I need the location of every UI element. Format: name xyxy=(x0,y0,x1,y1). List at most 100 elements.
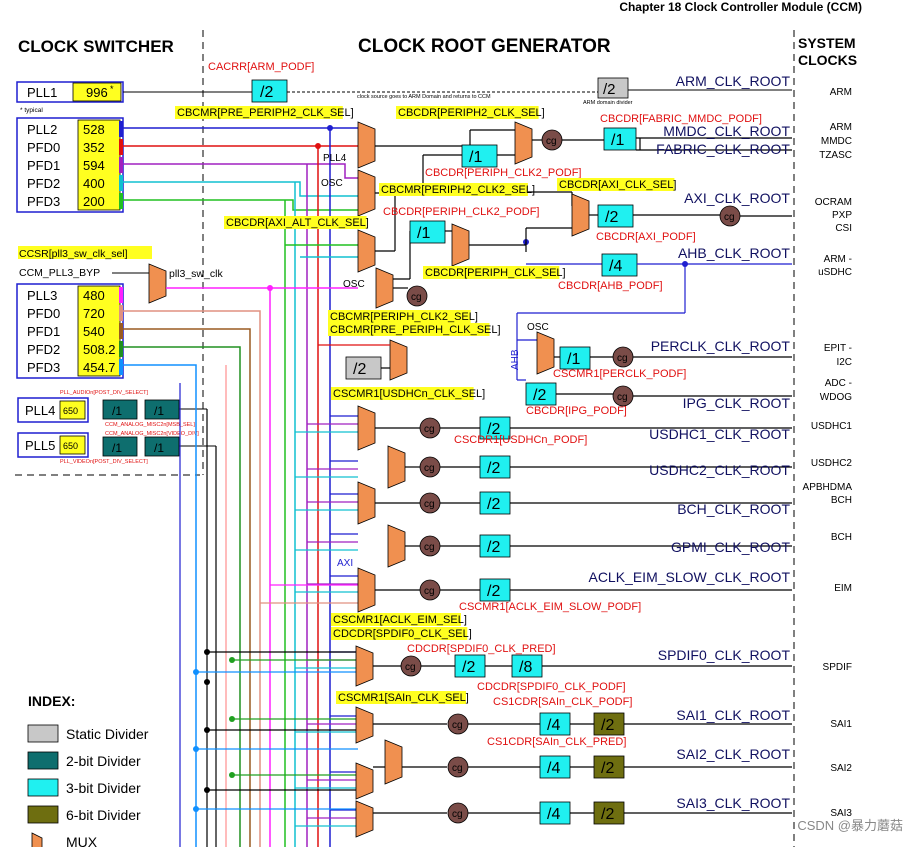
register-label-bg xyxy=(331,613,461,626)
lower-mux xyxy=(357,567,376,613)
clock-gate-label: cg xyxy=(724,212,735,223)
clock-gate-label: cg xyxy=(424,542,435,553)
register-label-bg xyxy=(557,178,675,191)
spdif-podf-divider-text: /8 xyxy=(519,659,532,676)
system-clock-destination: PXP xyxy=(832,210,852,221)
clock-gate-label: cg xyxy=(452,809,463,820)
pll-output-freq: 720 xyxy=(83,306,105,321)
root-clock-name: SAI3_CLK_ROOT xyxy=(676,795,790,811)
lower-divider-text: /2 xyxy=(487,421,500,438)
pll-output-freq: 508.2 xyxy=(83,342,116,357)
system-clock-destination: EIM xyxy=(834,583,852,594)
sai-mux xyxy=(355,762,374,800)
pll4-name: PLL4 xyxy=(25,403,55,418)
pll-output-freq: 528 xyxy=(83,122,105,137)
clock-wire xyxy=(123,163,358,179)
clock-wire xyxy=(123,181,358,197)
periph2-clk2-podf-divider xyxy=(461,144,498,168)
register-label: CBCDR[PERIPH_CLK_SEL] xyxy=(425,267,566,279)
register-label-bg xyxy=(331,387,474,400)
pll-output-color-bar xyxy=(119,157,123,173)
system-clock-destination: SAI2 xyxy=(830,763,852,774)
register-label: CDCDR[SPDIF0_CLK_PODF] xyxy=(477,681,626,693)
axi-alt-mux xyxy=(357,229,376,273)
pll4-bot-label: CCM_ANALOG_MISC2n[MSB_SEL] xyxy=(105,422,195,428)
root-clock-name: USDHC2_CLK_ROOT xyxy=(649,462,790,478)
axi-label: AXI xyxy=(337,558,353,569)
junction-dot xyxy=(327,125,333,131)
register-label-bg xyxy=(379,183,528,196)
system-clock-destination: OCRAM xyxy=(815,197,852,208)
pll-output-freq: 540 xyxy=(83,324,105,339)
pll4-freq: 650 xyxy=(63,406,78,416)
sai2-mux xyxy=(384,739,403,785)
pll1-block: PLL1 996 * * typical xyxy=(16,81,124,114)
system-clock-destination: WDOG xyxy=(820,392,852,403)
register-label: CSCMR1[SAIn_CLK_SEL] xyxy=(338,692,469,704)
lower-divider-text: /2 xyxy=(487,539,500,556)
periph2-clk2-podf-divider-text: /1 xyxy=(469,149,482,166)
clock-wire xyxy=(123,364,197,847)
pll-output-color-bar xyxy=(119,121,123,137)
register-label-bg xyxy=(328,323,490,336)
clock-gate-icon xyxy=(406,285,428,307)
clock-gate-label: cg xyxy=(617,353,628,364)
pll1-name: PLL1 xyxy=(27,85,57,100)
system-clock-destination: MMDC xyxy=(821,136,852,147)
system-clock-destination: APBHDMA xyxy=(803,482,853,493)
root-clock-name: USDHC1_CLK_ROOT xyxy=(649,426,790,442)
clock-root-generator-heading: CLOCK ROOT GENERATOR xyxy=(358,36,611,57)
pll-output-name: PLL3 xyxy=(27,288,57,303)
pll-output-name: PLL2 xyxy=(27,122,57,137)
index-label: MUX xyxy=(66,834,98,847)
pll-output-name: PFD1 xyxy=(27,158,60,173)
fabric-mmdc-podf-divider xyxy=(603,127,637,151)
register-label-bg xyxy=(328,310,471,323)
pll5-name: PLL5 xyxy=(25,438,55,453)
register-label: CBCDR[FABRIC_MMDC_PODF] xyxy=(600,113,762,125)
root-clock-name: GPMI_CLK_ROOT xyxy=(671,539,790,555)
root-clock-name: ACLK_EIM_SLOW_CLK_ROOT xyxy=(588,569,790,585)
usdhc-clk-sel-mux xyxy=(389,339,408,381)
pll5-bot-label: PLL_VIDEOn[POST_DIV_SELECT] xyxy=(60,459,148,465)
pll-output-name: PFD3 xyxy=(27,360,60,375)
arm-static-div-text: /2 xyxy=(603,81,616,98)
ahb-label: AHB xyxy=(510,349,521,370)
pll-output-freq: 200 xyxy=(83,194,105,209)
periph-clk2-mux xyxy=(375,267,394,309)
system-clock-destination: USDHC1 xyxy=(811,421,853,432)
register-label: CBCMR[PRE_PERIPH_CLK_SEL] xyxy=(330,324,501,336)
register-label: CSCMR1[ACLK_EIM_SEL] xyxy=(333,614,467,626)
lower-mux xyxy=(357,481,376,525)
ipg-podf-divider-text: /2 xyxy=(533,387,546,404)
junction-dot xyxy=(204,679,210,685)
index-title: INDEX: xyxy=(28,693,75,709)
junction-dot xyxy=(315,143,321,149)
system-clock-destination: TZASC xyxy=(819,150,852,161)
pll-output-color-bar xyxy=(119,139,123,155)
pll-output-name: PFD3 xyxy=(27,194,60,209)
perclk-podf-divider-text: /1 xyxy=(567,351,580,368)
clock-wire xyxy=(123,328,251,847)
system-clock-destination: ARM xyxy=(830,87,852,98)
periph2-clk2-mux xyxy=(357,169,376,217)
periph2-clk-mux xyxy=(514,121,533,165)
osc-label: OSC xyxy=(321,178,343,189)
osc-label-2: OSC xyxy=(343,279,365,290)
clock-gate-label: cg xyxy=(452,763,463,774)
sai-podf-divider-text: /2 xyxy=(601,717,614,734)
index-label: Static Divider xyxy=(66,726,149,742)
root-clock-name: ARM_CLK_ROOT xyxy=(676,73,791,89)
pll1-star: * xyxy=(110,84,114,94)
pll-output-freq: 352 xyxy=(83,140,105,155)
lower-mux xyxy=(387,524,406,568)
index-swatch xyxy=(27,751,59,770)
lower-divider-text: /2 xyxy=(487,460,500,477)
register-label: CBCDR[IPG_PODF] xyxy=(526,405,627,417)
register-label: CDCDR[SPDIF0_CLK_PRED] xyxy=(407,643,556,655)
